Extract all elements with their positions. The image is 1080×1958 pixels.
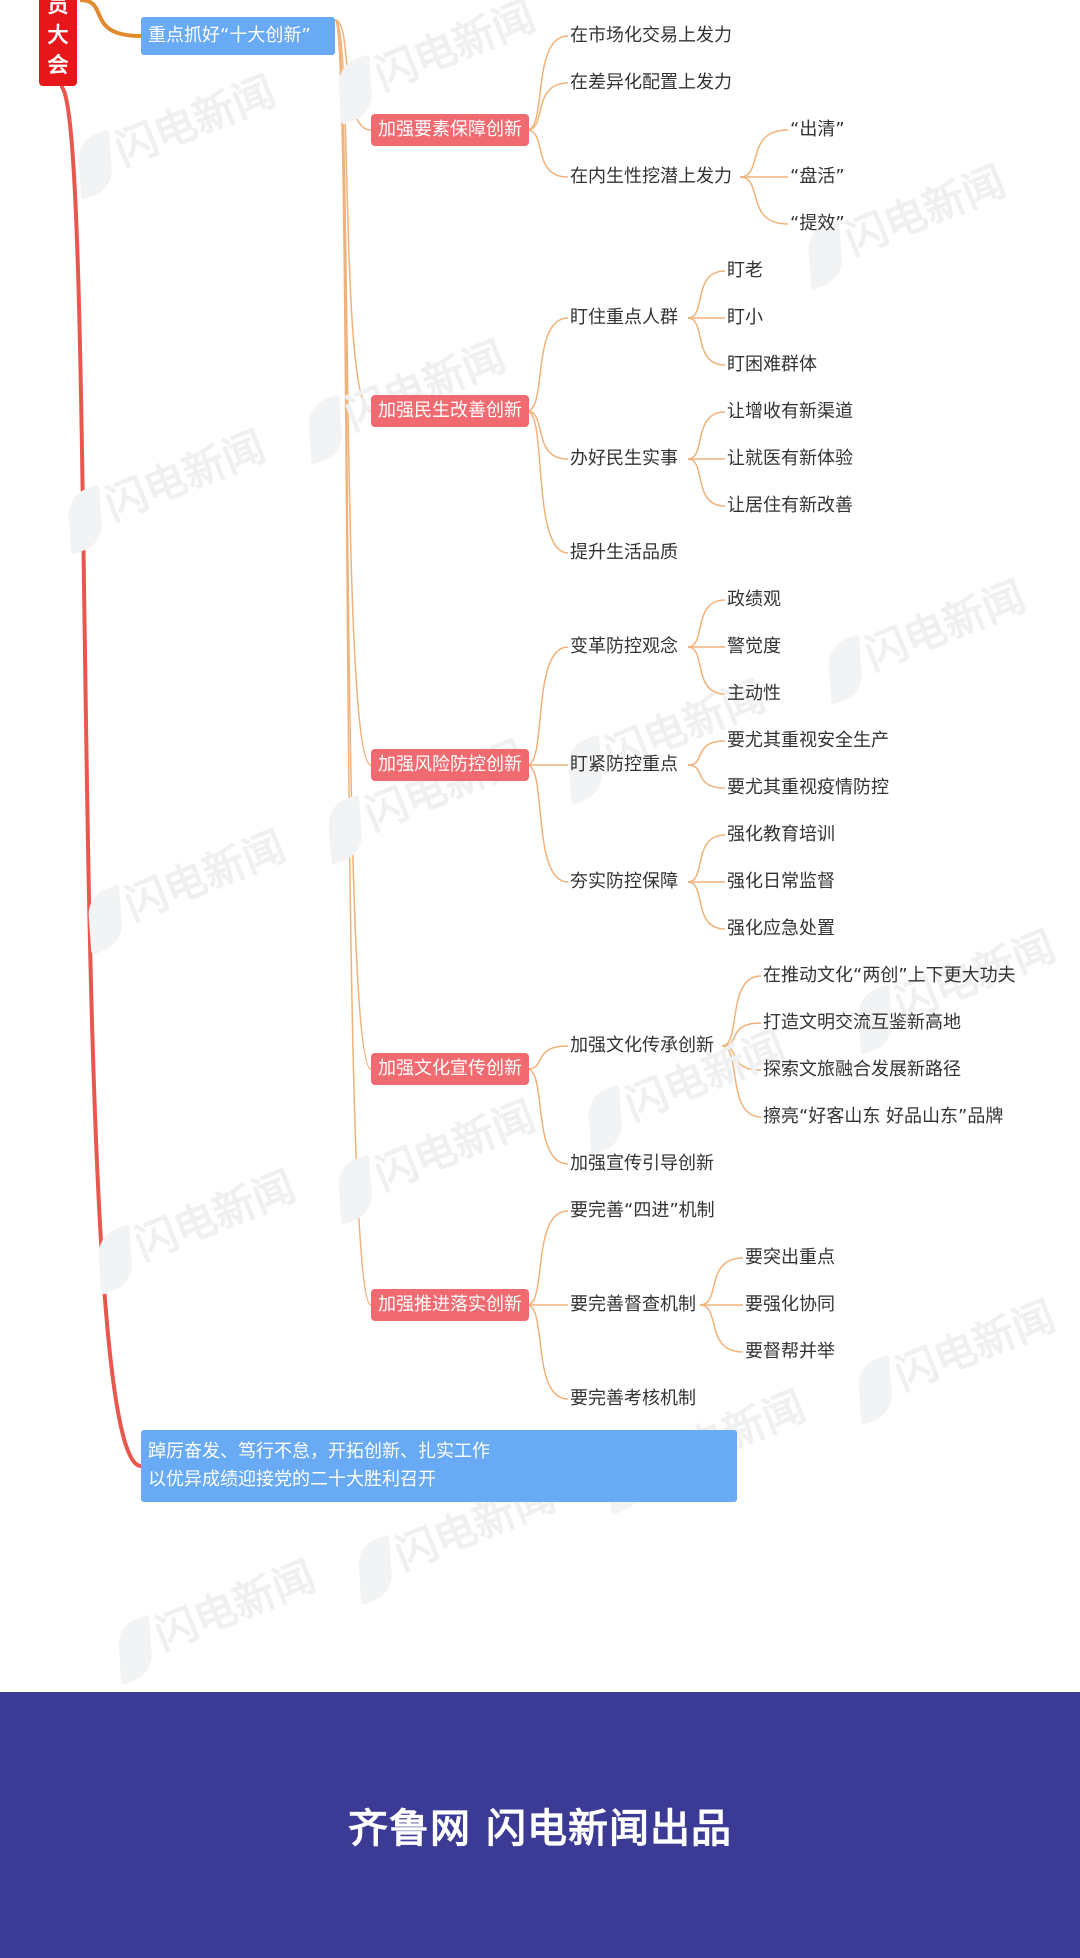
leaf-connector-3-2	[687, 646, 726, 695]
sub-connector-4-2	[526, 1304, 569, 1400]
trunk-connector	[58, 84, 142, 1468]
closing-line-1: 踔厉奋发、笃行不怠，开拓创新、扎实工作	[148, 1441, 490, 1462]
leaf-supervise-help: 要督帮并举	[745, 1341, 835, 1362]
leaf-epidemic-control: 要尤其重视疫情防控	[727, 777, 889, 798]
branch-closing-statement: 踔厉奋发、笃行不怠，开拓创新、扎实工作 以优异成绩迎接党的二十大胜利召开	[141, 1430, 737, 1502]
node-four-entries: 要完善“四进”机制	[570, 1200, 715, 1221]
sub-connector-4-0	[526, 1210, 569, 1306]
group-connector-1	[334, 19, 372, 412]
root-char: 会	[47, 53, 69, 77]
root-node: 员 大 会	[39, 0, 77, 86]
leaf-revitalize: “盘活”	[790, 166, 845, 187]
leaf-connector-6-1	[721, 1022, 762, 1047]
mind-map: 闪电新闻 闪电新闻 闪电新闻 闪电新闻 闪电新闻 闪电新闻 闪电新闻 闪电新闻 …	[39, 0, 1062, 1685]
closing-line-2: 以优异成绩迎接党的二十大胜利召开	[148, 1469, 436, 1490]
leaf-connector-6-0	[721, 975, 762, 1047]
leaf-connector-2-2	[687, 458, 726, 507]
leaf-highlight-focus: 要突出重点	[745, 1247, 835, 1268]
branch-label: 重点抓好“十大创新”	[148, 25, 311, 46]
root-char: 员	[47, 0, 69, 17]
sub-connector-1-0	[526, 317, 569, 412]
leaf-two-creations: 在推动文化“两创”上下更大功夫	[763, 965, 1016, 986]
leaf-coordination: 要强化协同	[745, 1294, 835, 1315]
node-life-quality: 提升生活品质	[570, 542, 678, 563]
node-culture-inheritance: 加强文化传承创新	[570, 1035, 714, 1056]
node-group-livelihood: 加强民生改善创新	[371, 395, 529, 427]
leaf-connector-4-0	[687, 740, 726, 766]
sub-connector-3-1	[526, 1068, 569, 1165]
leaf-vigilance: 警觉度	[727, 636, 781, 657]
node-assessment-mechanism: 要完善考核机制	[570, 1388, 696, 1409]
leaf-connector-0-0	[739, 129, 789, 178]
sub-connector-2-2	[526, 764, 569, 883]
footer-credit: 齐鲁网 闪电新闻出品	[348, 1806, 732, 1852]
footer-banner: 齐鲁网 闪电新闻出品	[0, 1692, 1080, 1958]
leaf-shandong-brand: 擦亮“好客山东 好品山东”品牌	[763, 1106, 1004, 1127]
leaf-needy: 盯困难群体	[727, 354, 817, 375]
branch-ten-innovations: 重点抓好“十大创新”	[141, 17, 335, 55]
node-practical-matters: 办好民生实事	[570, 448, 678, 469]
leaf-connector-0-2	[739, 176, 789, 225]
node-group-risk-control: 加强风险防控创新	[371, 749, 529, 781]
node-market-trading: 在市场化交易上发力	[570, 25, 732, 46]
leaf-performance-view: 政绩观	[727, 589, 781, 610]
leaf-connector-7-0	[699, 1257, 744, 1306]
leaf-connector-2-0	[687, 411, 726, 460]
node-publicity-guidance: 加强宣传引导创新	[570, 1153, 714, 1174]
leaf-connector-3-0	[687, 599, 726, 648]
sub-connector-0-1	[526, 82, 569, 131]
group-connector-4	[334, 19, 372, 1306]
node-differentiated-allocation: 在差异化配置上发力	[570, 72, 732, 93]
sub-connector-2-0	[526, 646, 569, 766]
node-control-focus: 盯紧防控重点	[570, 754, 678, 775]
leaf-income: 让增收有新渠道	[727, 401, 853, 422]
sub-connector-0-2	[526, 129, 569, 178]
group-connector-3	[334, 19, 372, 1070]
sub-connector-1-2	[526, 410, 569, 554]
leaf-supervision: 强化日常监督	[727, 871, 835, 892]
leaf-connector-7-2	[699, 1304, 744, 1353]
leaf-connector-5-0	[687, 834, 726, 883]
leaf-connector-6-3	[721, 1045, 762, 1118]
sub-connector-3-0	[526, 1045, 569, 1070]
node-control-guarantee: 夯实防控保障	[570, 871, 678, 892]
top-branch-connector	[79, 0, 142, 38]
leaf-training: 强化教育培训	[727, 824, 835, 845]
node-inspection-mechanism: 要完善督查机制	[570, 1294, 696, 1315]
node-endogenous-potential: 在内生性挖潜上发力	[570, 166, 732, 187]
leaf-improve-efficiency: “提效”	[790, 213, 845, 234]
leaf-connector-5-2	[687, 881, 726, 930]
leaf-children: 盯小	[727, 307, 763, 328]
leaf-clear-out: “出清”	[790, 119, 845, 140]
node-group-factor-guarantee: 加强要素保障创新	[371, 114, 529, 146]
node-key-groups: 盯住重点人群	[570, 307, 678, 328]
sub-connector-0-0	[526, 35, 569, 131]
root-char: 大	[47, 23, 69, 47]
sub-connector-1-1	[526, 410, 569, 460]
leaf-civilization-exchange: 打造文明交流互鉴新高地	[763, 1012, 961, 1033]
leaf-housing: 让居住有新改善	[727, 495, 853, 516]
leaf-culture-tourism: 探索文旅融合发展新路径	[763, 1059, 961, 1080]
leaf-medical: 让就医有新体验	[727, 448, 853, 469]
leaf-elderly: 盯老	[727, 260, 763, 281]
node-group-culture-publicity: 加强文化宣传创新	[371, 1053, 529, 1085]
leaf-connector-1-0	[687, 270, 726, 319]
leaf-safety-production: 要尤其重视安全生产	[727, 730, 889, 751]
node-change-concepts: 变革防控观念	[570, 636, 678, 657]
leaf-initiative: 主动性	[727, 683, 781, 704]
leaf-connector-6-2	[721, 1045, 762, 1071]
leaf-emergency: 强化应急处置	[727, 918, 835, 939]
leaf-connector-4-1	[687, 764, 726, 789]
node-group-implementation: 加强推进落实创新	[371, 1289, 529, 1321]
leaf-connector-1-2	[687, 317, 726, 366]
group-connector-2	[334, 19, 372, 766]
